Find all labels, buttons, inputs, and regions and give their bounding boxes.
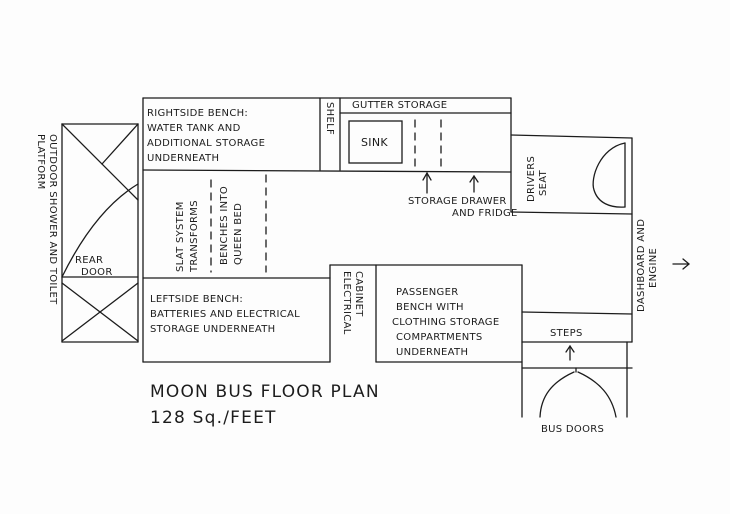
interior-walls (142, 97, 523, 363)
storage-drawer-label: STORAGE DRAWER (408, 196, 507, 207)
fridge-label: AND FRIDGE (452, 208, 518, 219)
right-bench-label: RIGHTSIDE BENCH: WATER TANK AND ADDITION… (147, 108, 269, 164)
slat-system-label: SLAT SYSTEM TRANSFORMS (175, 198, 200, 273)
outdoor-platform-label: OUTDOOR SHOWER AND TOILET PLATFORM (35, 134, 58, 308)
fridge-arrow (469, 174, 479, 193)
sink-box (348, 120, 403, 164)
gutter-storage-label: GUTTER STORAGE (352, 100, 447, 111)
electrical-cabinet-label: ELECTRICAL CABINET (341, 271, 364, 338)
steps-arrow (565, 344, 575, 361)
left-bench-label: LEFTSIDE BENCH: BATTERIES AND ELECTRICAL… (150, 294, 304, 335)
plan-title: MOON BUS FLOOR PLAN (150, 382, 380, 402)
storage-drawer-lines (414, 119, 442, 167)
storage-drawer-arrow (422, 171, 432, 194)
engine-arrow (672, 258, 691, 270)
bus-outline (142, 97, 633, 418)
benches-into-label: BENCHES INTO QUEEN BED (219, 183, 244, 266)
passenger-bench-label: PASSENGER BENCH WITH CLOTHING STORAGE CO… (392, 287, 503, 358)
rear-door-swing (61, 183, 139, 278)
slat-lines (210, 174, 267, 273)
bus-doors (539, 367, 617, 418)
outdoor-platform (61, 123, 139, 343)
steps-label: STEPS (550, 328, 583, 339)
sink-label: SINK (361, 136, 388, 149)
drivers-seat-label: DRIVERS SEAT (526, 152, 549, 202)
plan-area: 128 Sq./FEET (150, 408, 277, 428)
dashboard-label: DASHBOARD AND ENGINE (636, 215, 659, 312)
rear-door-label: REAR DOOR (75, 255, 113, 278)
bus-doors-label: BUS DOORS (541, 424, 604, 435)
drivers-seat-arc (592, 142, 626, 208)
shelf-label: SHELF (324, 102, 335, 135)
